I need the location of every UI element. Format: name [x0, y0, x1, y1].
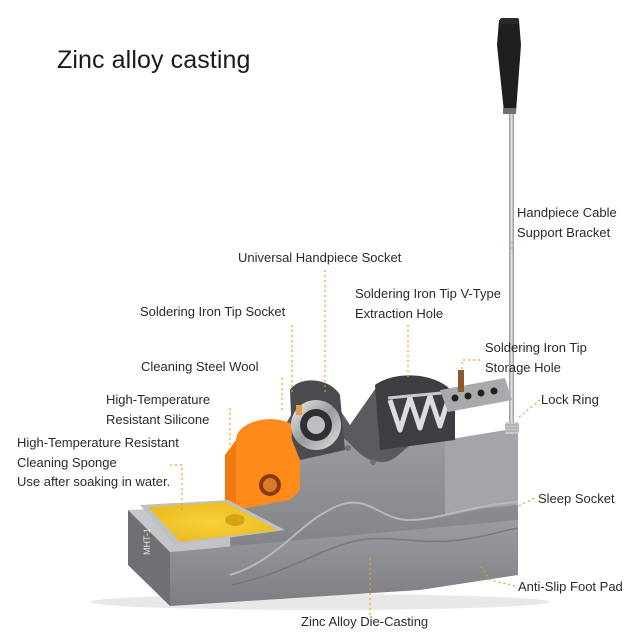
- universal-handpiece-socket: [290, 380, 345, 460]
- label-silicone: High-Temperature Resistant Silicone: [106, 392, 211, 427]
- label-lock-ring: Lock Ring: [541, 392, 599, 407]
- label-tip-storage: Soldering Iron Tip Storage Hole: [485, 340, 587, 375]
- label-universal-socket: Universal Handpiece Socket: [238, 250, 402, 265]
- silicone-block: [225, 419, 300, 520]
- cleaning-sponge: [140, 500, 285, 545]
- lock-ring: [505, 422, 519, 434]
- label-handpiece-cable-bracket: Handpiece Cable Support Bracket: [517, 205, 617, 240]
- leader-lines: [170, 242, 541, 615]
- station-body: [128, 376, 519, 606]
- shadow: [90, 594, 550, 610]
- label-foot-pad: Anti-Slip Foot Pad: [518, 579, 623, 594]
- v-type-extraction-hole: [375, 375, 455, 450]
- label-sleep-socket: Sleep Socket: [538, 491, 615, 506]
- cable-support-bracket: [497, 18, 521, 430]
- label-tip-socket: Soldering Iron Tip Socket: [140, 304, 286, 319]
- brand-mark: MHT-1: [142, 528, 152, 555]
- page-title: Zinc alloy casting: [57, 46, 251, 74]
- label-steel-wool: Cleaning Steel Wool: [141, 359, 259, 374]
- label-v-type-hole: Soldering Iron Tip V-Type Extraction Hol…: [355, 286, 501, 321]
- label-die-casting: Zinc Alloy Die-Casting: [301, 614, 429, 629]
- label-sponge: High-Temperature Resistant Cleaning Spon…: [17, 435, 179, 489]
- tip-storage-holes: [440, 370, 512, 412]
